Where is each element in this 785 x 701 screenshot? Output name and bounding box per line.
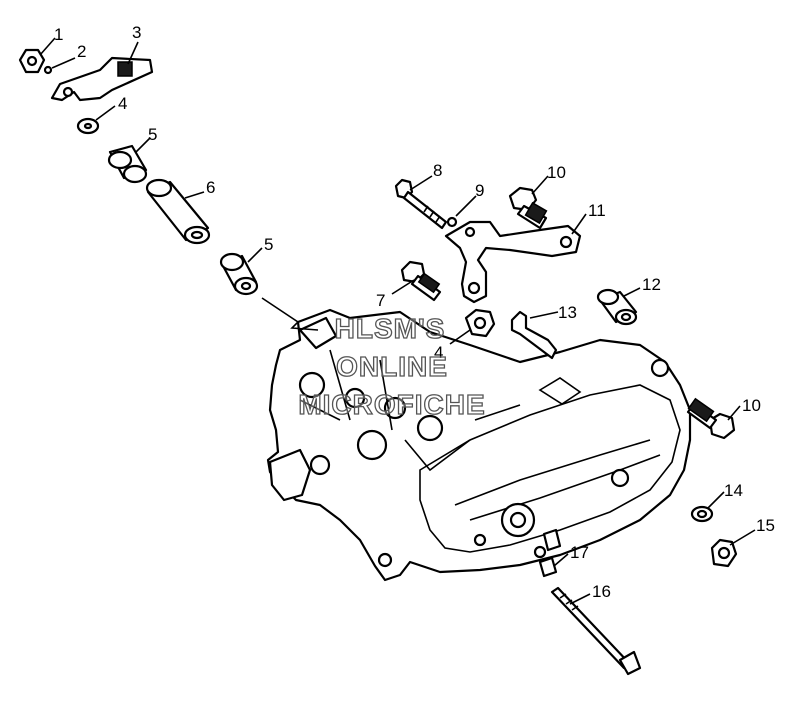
- part-15-nut: [710, 538, 738, 568]
- part-6-long-sleeve: [145, 178, 211, 245]
- callout-10b: 10: [742, 396, 761, 415]
- callout-3: 3: [132, 23, 141, 42]
- part-17-dowel: [538, 528, 562, 578]
- callout-16: 16: [592, 582, 611, 601]
- part-3-bracket: [50, 56, 154, 102]
- part-13-clip: [510, 310, 558, 360]
- callout-labels: 1 2 3 4 5 6 5 8 9 10 11 7 12 13 4 10 14 …: [54, 23, 775, 601]
- watermark-line-2: ONLINE: [336, 351, 448, 382]
- callout-5b: 5: [264, 235, 273, 254]
- engine-crankcase-assembly: [266, 308, 692, 582]
- part-10-bolt-upper: [508, 186, 548, 230]
- part-7-bolt: [400, 260, 442, 302]
- callout-12: 12: [642, 275, 661, 294]
- callout-9: 9: [475, 181, 484, 200]
- callout-7: 7: [376, 291, 385, 310]
- part-16-stud: [550, 586, 642, 676]
- part-10-bolt-lower: [686, 397, 736, 440]
- part-1-nut: [18, 48, 46, 74]
- callout-4a: 4: [118, 94, 127, 113]
- callout-10a: 10: [547, 163, 566, 182]
- callout-8: 8: [433, 161, 442, 180]
- leader-lines: [39, 37, 756, 605]
- watermark: HLSM'S ONLINE MICROFICHE: [298, 312, 486, 420]
- callout-11: 11: [588, 201, 606, 220]
- callout-2: 2: [77, 42, 86, 61]
- part-5-sleeve-lower: [219, 252, 259, 296]
- callout-1: 1: [54, 25, 63, 44]
- callout-13: 13: [558, 303, 577, 322]
- part-4-washer-upper: [76, 117, 100, 135]
- part-9-washer: [446, 216, 458, 228]
- part-12-sleeve: [596, 288, 638, 326]
- watermark-line-3: MICROFICHE: [298, 389, 485, 420]
- part-8-bolt: [394, 178, 448, 230]
- part-11-bracket-plate: [444, 220, 582, 304]
- part-5-sleeve-upper: [107, 144, 148, 184]
- callout-14: 14: [724, 481, 743, 500]
- part-4-nut-lower: [464, 308, 496, 338]
- callout-17: 17: [570, 543, 589, 562]
- callout-6: 6: [206, 178, 215, 197]
- callout-15: 15: [756, 516, 775, 535]
- part-14-washer: [690, 505, 714, 523]
- watermark-line-1: HLSM'S: [335, 313, 446, 344]
- callout-5a: 5: [148, 125, 157, 144]
- part-2-washer: [43, 65, 53, 75]
- callout-4b: 4: [434, 343, 443, 362]
